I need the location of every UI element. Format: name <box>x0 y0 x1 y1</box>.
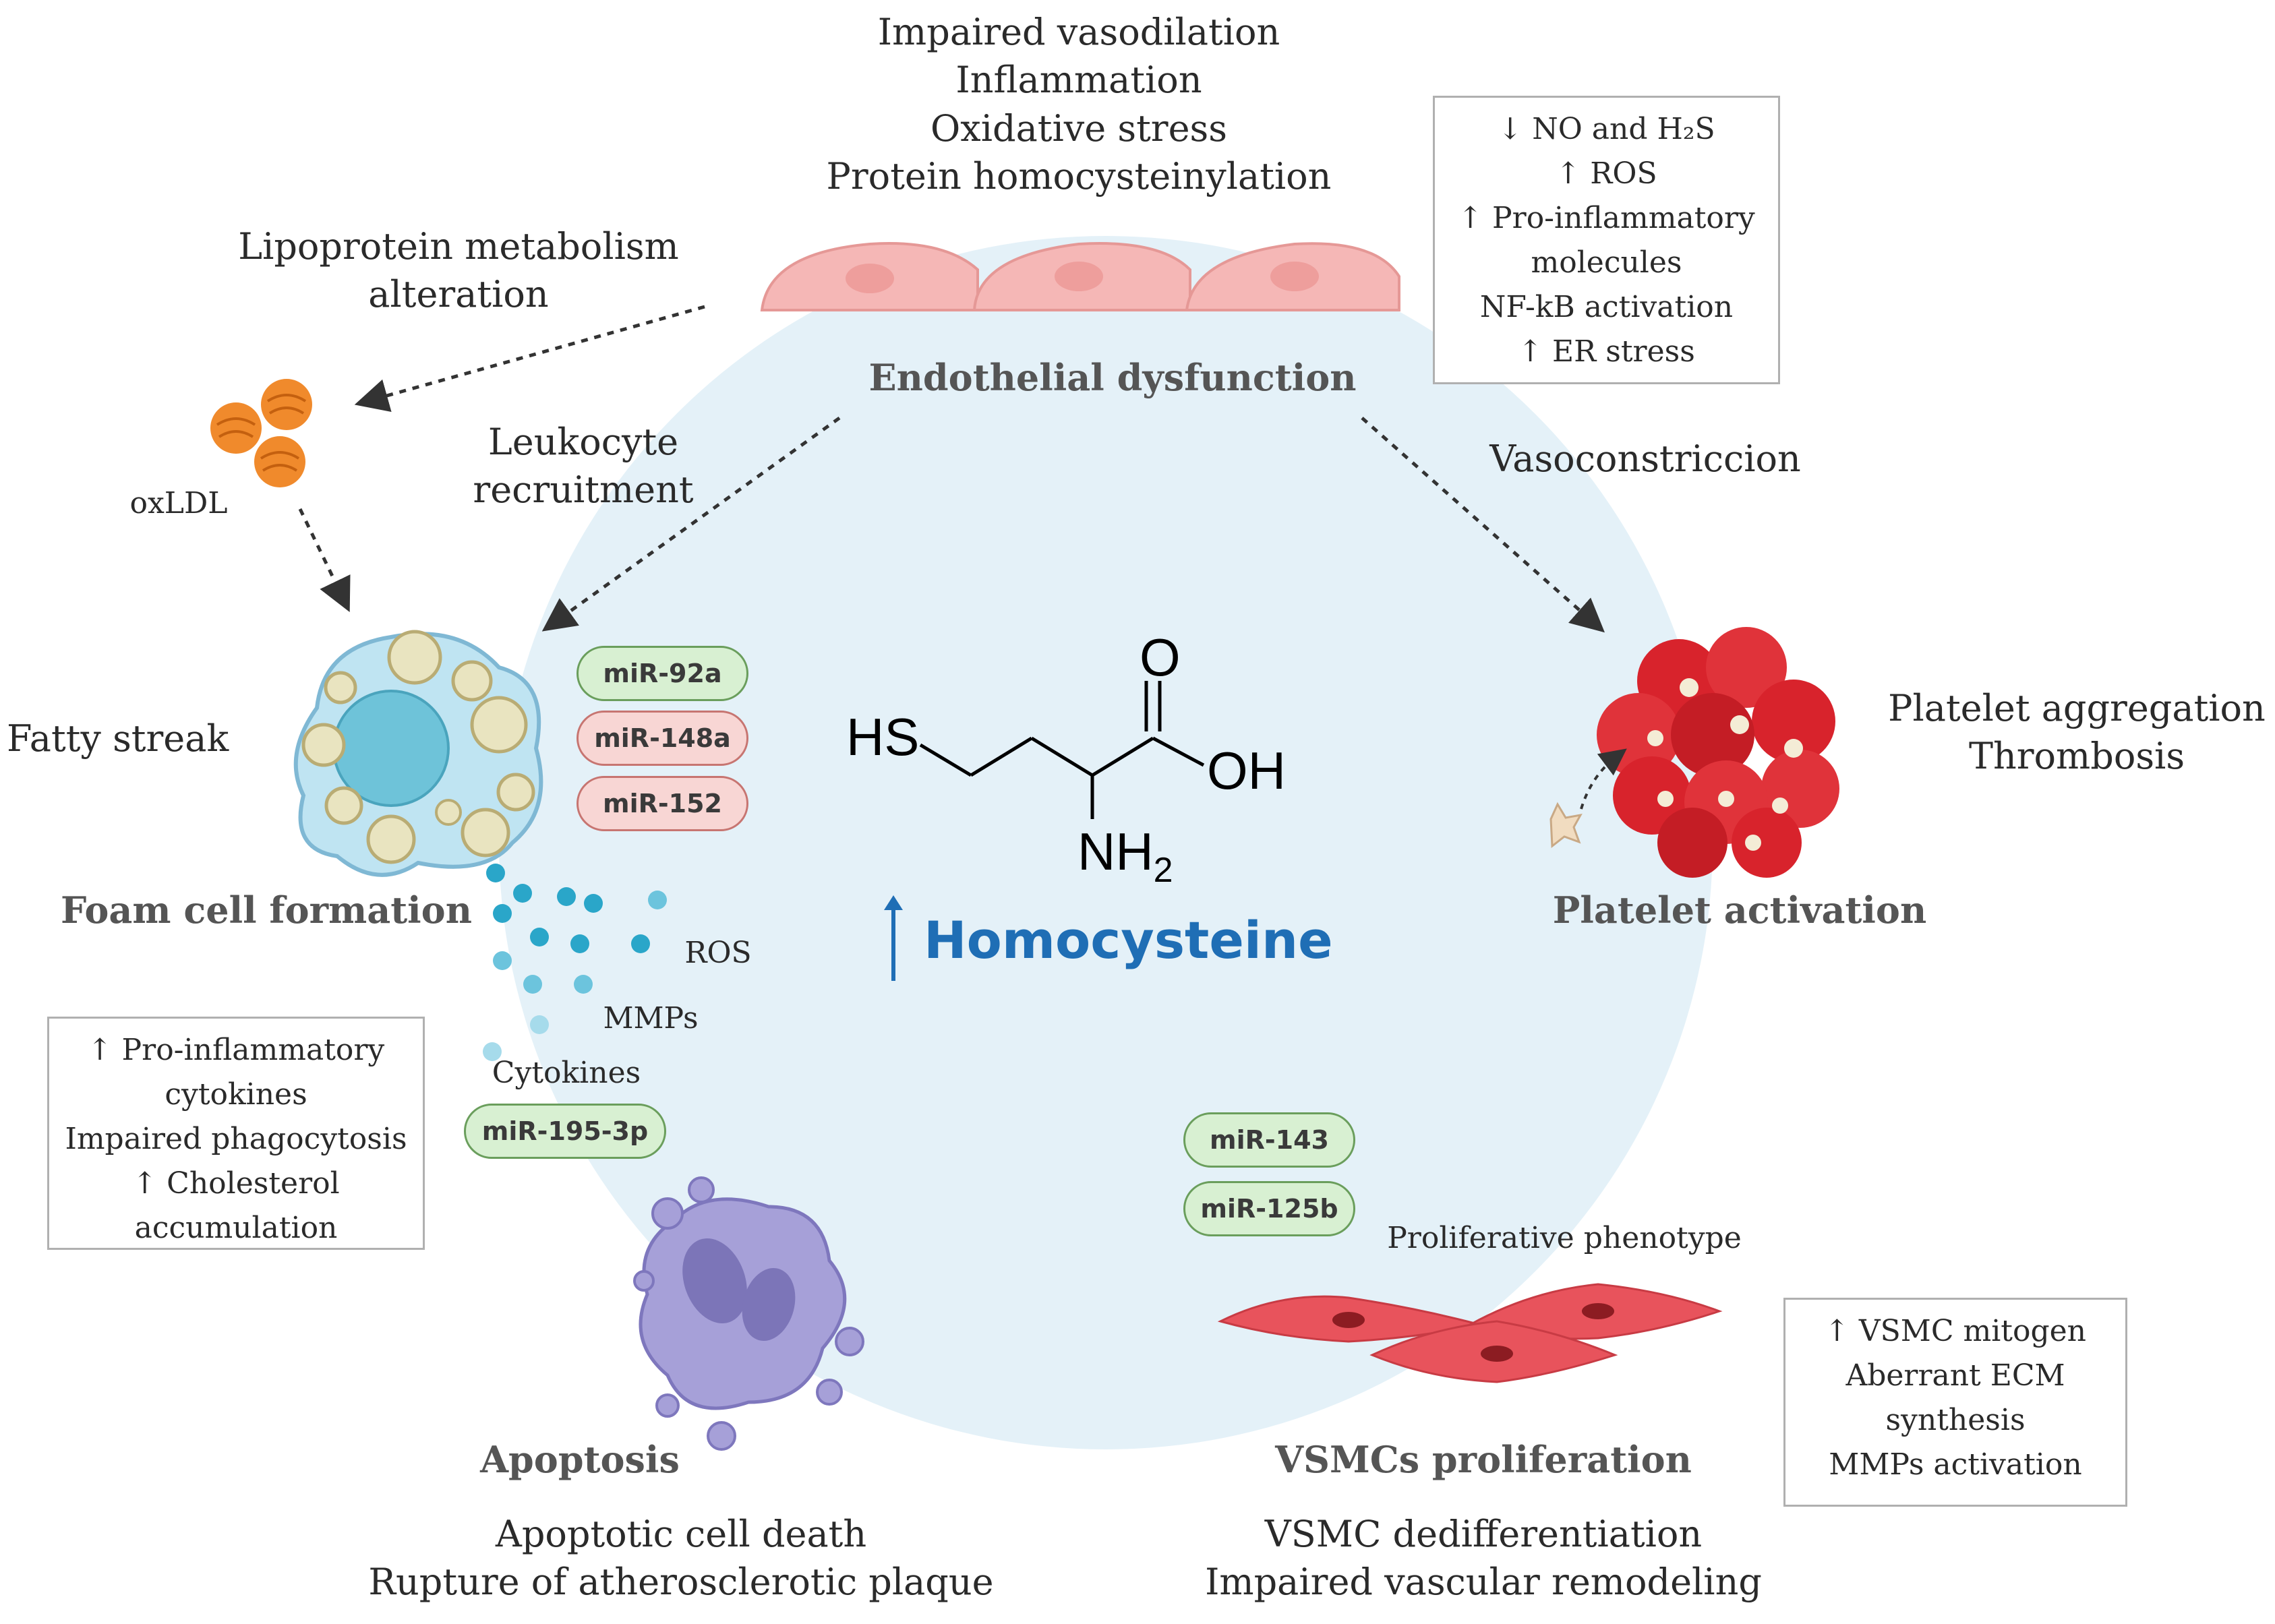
leukocyte-line: recruitment <box>473 469 694 512</box>
endothelial-dysfunction-label: Endothelial dysfunction <box>868 356 1357 399</box>
box-line: Impaired phagocytosis <box>65 1122 407 1156</box>
cytokines-label: Cytokines <box>492 1056 641 1090</box>
box-line: ↑ Cholesterol <box>132 1166 340 1201</box>
box-line: NF-kB activation <box>1479 290 1734 324</box>
carbonyl-oxygen-label: O <box>1140 628 1181 687</box>
arrow-oxldl-to-foam <box>298 508 351 613</box>
oxldl-particles-icon <box>210 379 312 487</box>
leukocyte-recruitment-label: Leukocyte recruitment <box>445 418 721 514</box>
leukocyte-line: Leukocyte <box>488 421 679 463</box>
box-line: MMPs activation <box>1829 1447 2082 1482</box>
ros-label: ROS <box>684 936 752 970</box>
vsmc-effect-line: Impaired vascular remodeling <box>1205 1561 1762 1604</box>
sh-group-label: HS <box>846 707 920 766</box>
vsmc-effect-line: VSMC dedifferentiation <box>1264 1513 1703 1555</box>
vasoconstriction-label: Vasoconstriccion <box>1489 438 1801 480</box>
amine-label: NH2 <box>1077 821 1173 890</box>
apoptosis-label: Apoptosis <box>480 1438 680 1481</box>
effect-line: Oxidative stress <box>930 107 1227 150</box>
box-line: ↑ ROS <box>1556 156 1657 191</box>
box-line: molecules <box>1531 245 1682 280</box>
apoptosis-effect-line: Apoptotic cell death <box>495 1513 867 1555</box>
arrow-endothelial-to-platelet <box>1361 417 1605 633</box>
mirna-badge: miR-125b <box>1183 1181 1355 1236</box>
apoptotic-cell-icon <box>633 1176 864 1451</box>
box-line: ↑ VSMC mitogen <box>1825 1314 2086 1348</box>
vsmc-cells-icon <box>1217 1283 1723 1383</box>
endothelial-info-box: ↓ NO and H₂S ↑ ROS ↑ Pro-inflammatory mo… <box>1433 96 1780 384</box>
apoptosis-effect-line: Rupture of atherosclerotic plaque <box>368 1561 994 1604</box>
foam-cell-info-box: ↑ Pro-inflammatory cytokines Impaired ph… <box>47 1017 425 1250</box>
box-line: synthesis <box>1885 1403 2026 1437</box>
fatty-streak-label: Fatty streak <box>7 717 229 760</box>
mirna-badge: miR-143 <box>1183 1112 1355 1168</box>
platelet-cluster-icon <box>1549 627 1839 878</box>
homocysteine-label: Homocysteine <box>924 910 1333 970</box>
foam-cell-formation-label: Foam cell formation <box>61 889 472 932</box>
lipoprotein-line: alteration <box>368 273 549 316</box>
lipoprotein-line: Lipoprotein metabolism <box>238 225 679 268</box>
vsmc-effects: VSMC dedifferentiation Impaired vascular… <box>1173 1510 1794 1606</box>
homocysteine-molecule <box>919 681 1205 819</box>
arrow-lipoprotein-to-oxldl <box>354 305 705 412</box>
box-line: ↓ NO and H₂S <box>1498 112 1715 146</box>
proliferative-phenotype-label: Proliferative phenotype <box>1387 1221 1742 1255</box>
platelet-effect-line: Thrombosis <box>1968 735 2185 778</box>
mirna-badge: miR-195-3p <box>464 1104 666 1159</box>
mmps-label: MMPs <box>603 1001 699 1035</box>
amine-subscript: 2 <box>1153 851 1173 890</box>
effect-line: Protein homocysteinylation <box>826 154 1332 198</box>
vsmc-info-box: ↑ VSMC mitogen Aberrant ECM synthesis MM… <box>1783 1298 2127 1507</box>
box-line: cytokines <box>165 1077 307 1112</box>
foam-cell-icon <box>293 630 543 877</box>
effect-line: Inflammation <box>955 59 1202 102</box>
central-circle <box>499 236 1713 1449</box>
apoptosis-effects: Apoptotic cell death Rupture of atherosc… <box>324 1510 1038 1606</box>
hydroxyl-label: OH <box>1207 741 1286 800</box>
platelet-effects: Platelet aggregation Thrombosis <box>1881 684 2272 781</box>
mirna-badge: miR-92a <box>577 646 748 701</box>
box-line: Aberrant ECM <box>1845 1358 2065 1393</box>
box-line: ↑ Pro-inflammatory <box>1458 201 1755 235</box>
box-line: ↑ Pro-inflammatory <box>87 1033 385 1067</box>
platelet-activation-label: Platelet activation <box>1552 889 1927 932</box>
box-line: accumulation <box>134 1211 338 1245</box>
lipoprotein-label: Lipoprotein metabolism alteration <box>202 222 715 319</box>
mirna-badge: miR-152 <box>577 776 748 831</box>
arrow-endothelial-to-foam <box>541 416 841 632</box>
mirna-badge: miR-148a <box>577 711 748 766</box>
secretion-dots <box>483 864 667 1061</box>
oxldl-label: oxLDL <box>129 486 228 520</box>
amine-nh: NH <box>1077 822 1154 881</box>
vsmcs-proliferation-label: VSMCs proliferation <box>1275 1438 1692 1481</box>
endothelial-cells-icon <box>760 242 1400 311</box>
platelet-effect-line: Platelet aggregation <box>1888 687 2266 729</box>
endothelial-effects: Impaired vasodilation Inflammation Oxida… <box>809 8 1349 200</box>
box-line: ↑ ER stress <box>1518 334 1695 369</box>
effect-line: Impaired vasodilation <box>877 11 1280 53</box>
